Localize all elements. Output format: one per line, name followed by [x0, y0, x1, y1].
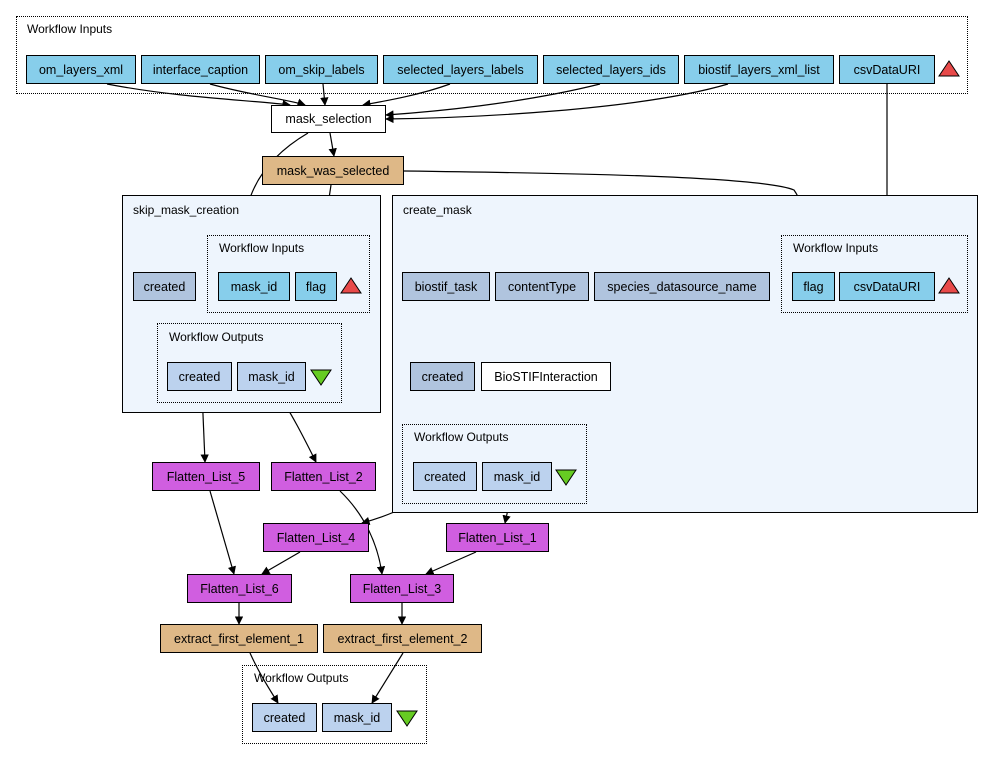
edge-skip-labels-to-mask-selection [320, 83, 329, 106]
contenttype-constant[interactable]: contentType [495, 272, 589, 301]
edge-layers-labels-to-mask-selection [362, 83, 451, 108]
create-mask-title: create_mask [403, 203, 472, 217]
input-om-layers-xml[interactable]: om_layers_xml [26, 55, 136, 84]
flatten-list-5-node[interactable]: Flatten_List_5 [152, 462, 260, 491]
edge-flatten1-to-flatten3 [425, 551, 477, 575]
skip-created-constant[interactable]: created [133, 272, 196, 301]
skip-outputs-group: Workflow Outputs [157, 323, 342, 403]
edge-flatten4-to-flatten6 [261, 551, 301, 575]
input-om-skip-labels[interactable]: om_skip_labels [265, 55, 378, 84]
mask-was-selected-node[interactable]: mask_was_selected [262, 156, 404, 185]
skip-outputs-title: Workflow Outputs [169, 330, 264, 344]
skip-inputs-title: Workflow Inputs [219, 241, 305, 255]
create-created-constant[interactable]: created [410, 362, 475, 391]
skip-mask-id-input[interactable]: mask_id [218, 272, 290, 301]
create-outputs-title: Workflow Outputs [414, 430, 509, 444]
create-csvdatauri-input[interactable]: csvDataURI [839, 272, 935, 301]
flatten-list-6-node[interactable]: Flatten_List_6 [187, 574, 292, 603]
flatten-list-1-node[interactable]: Flatten_List_1 [446, 523, 549, 552]
workflow-inputs-group: Workflow Inputs [16, 16, 968, 94]
skip-output-mask-id[interactable]: mask_id [237, 362, 306, 391]
skip-output-created[interactable]: created [167, 362, 232, 391]
input-csvdatauri[interactable]: csvDataURI [839, 55, 935, 84]
create-output-marker-icon [555, 469, 577, 486]
extract-first-element-1-node[interactable]: extract_first_element_1 [160, 624, 318, 653]
create-inputs-title: Workflow Inputs [793, 241, 879, 255]
edge-om-layers-to-mask-selection [106, 83, 291, 109]
skip-input-marker-icon [340, 277, 362, 294]
edge-extract1-to-out-created [249, 652, 279, 704]
biostif-task-constant[interactable]: biostif_task [402, 272, 490, 301]
create-outputs-group: Workflow Outputs [402, 424, 587, 504]
workflow-output-created[interactable]: created [252, 703, 317, 732]
input-interface-caption[interactable]: interface_caption [141, 55, 260, 84]
flatten-list-3-node[interactable]: Flatten_List_3 [350, 574, 454, 603]
create-mask-group: create_mask [392, 195, 978, 513]
species-datasource-name-constant[interactable]: species_datasource_name [594, 272, 770, 301]
workflow-outputs-title: Workflow Outputs [254, 671, 349, 685]
edge-mask-selection-to-was-selected [328, 132, 337, 157]
input-marker-icon [938, 60, 960, 77]
edge-layers-ids-to-mask-selection [385, 83, 601, 119]
edge-flatten5-to-flatten6 [209, 490, 236, 575]
skip-flag-input[interactable]: flag [295, 272, 337, 301]
extract-first-element-2-node[interactable]: extract_first_element_2 [323, 624, 482, 653]
workflow-outputs-group: Workflow Outputs [242, 665, 427, 744]
skip-inputs-group: Workflow Inputs [207, 235, 370, 313]
create-flag-input[interactable]: flag [792, 272, 835, 301]
skip-output-marker-icon [310, 369, 332, 386]
create-output-created[interactable]: created [413, 462, 477, 491]
flatten-list-4-node[interactable]: Flatten_List_4 [263, 523, 369, 552]
edge-caption-to-mask-selection [209, 83, 306, 107]
input-selected-layers-labels[interactable]: selected_layers_labels [383, 55, 538, 84]
mask-selection-node[interactable]: mask_selection [271, 105, 386, 133]
create-inputs-group: Workflow Inputs [781, 235, 968, 313]
create-input-marker-icon [938, 277, 960, 294]
create-output-mask-id[interactable]: mask_id [482, 462, 552, 491]
biostif-interaction-node[interactable]: BioSTIFInteraction [481, 362, 611, 391]
workflow-output-marker-icon [396, 710, 418, 727]
workflow-inputs-title: Workflow Inputs [27, 22, 113, 36]
flatten-list-2-node[interactable]: Flatten_List_2 [271, 462, 376, 491]
skip-mask-creation-title: skip_mask_creation [133, 203, 240, 217]
workflow-output-mask-id[interactable]: mask_id [322, 703, 392, 732]
input-selected-layers-ids[interactable]: selected_layers_ids [543, 55, 679, 84]
input-biostif-layers-xml-list[interactable]: biostif_layers_xml_list [684, 55, 834, 84]
edge-extract2-to-out-mask-id [371, 652, 404, 704]
